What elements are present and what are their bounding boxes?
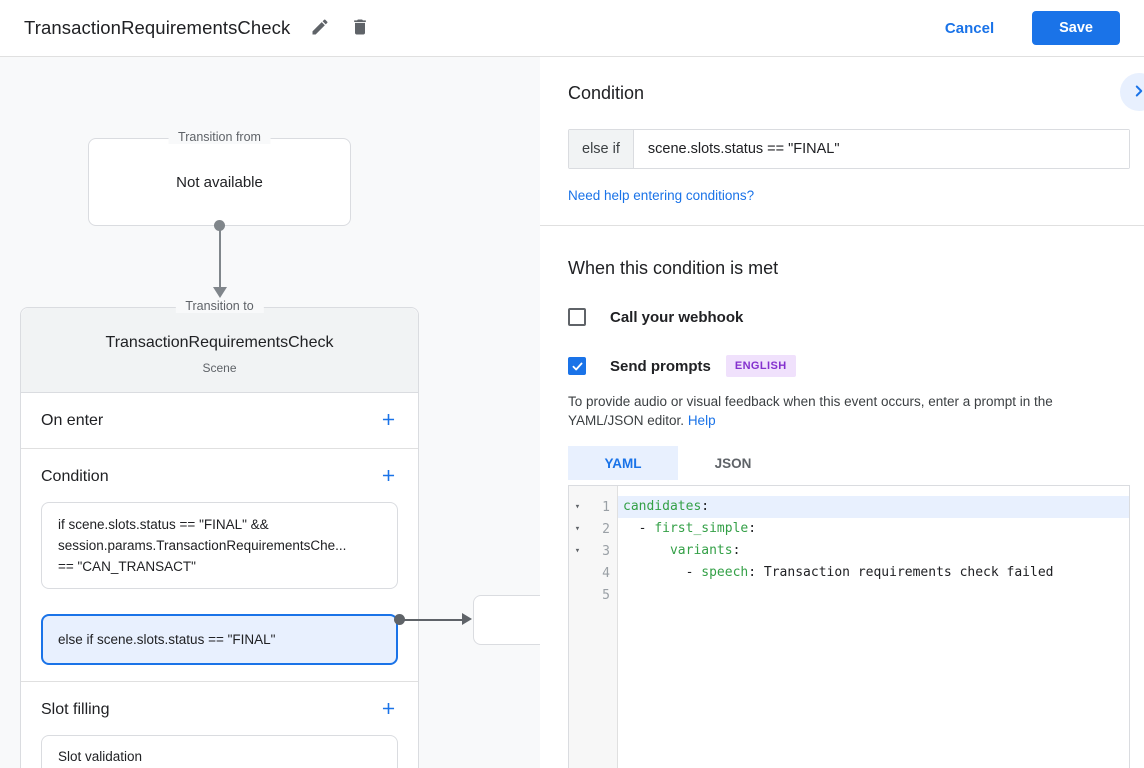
collapse-panel-button[interactable] [1120, 73, 1144, 111]
scene-card-title: TransactionRequirementsCheck [105, 334, 334, 351]
gutter-line: 4 [569, 562, 617, 584]
line-number: 5 [602, 587, 610, 603]
slot-filling-section: Slot filling Slot validationTransactionR… [21, 682, 418, 768]
chevron-right-icon [1130, 82, 1144, 103]
gutter-line: ▾3 [569, 540, 617, 562]
on-enter-label: On enter [41, 412, 104, 429]
editor-tabs: YAML JSON [568, 446, 1130, 480]
code-line[interactable]: variants: [618, 540, 1129, 562]
top-bar: TransactionRequirementsCheck Cancel Save [0, 0, 1144, 57]
check-icon [572, 362, 582, 370]
code-line[interactable]: candidates: [618, 496, 1129, 518]
plus-icon [379, 699, 398, 721]
flow-arrow-head [213, 287, 227, 298]
yaml-key-token: candidates [623, 499, 702, 514]
flow-arrow-line [219, 225, 221, 288]
condition-handlers-section: When this condition is met Call your web… [540, 226, 1144, 768]
save-button[interactable]: Save [1032, 11, 1120, 45]
prompts-description-text: To provide audio or visual feedback when… [568, 394, 1053, 428]
scene-card: Transition to TransactionRequirementsChe… [20, 299, 419, 768]
gutter-line: 5 [569, 584, 617, 606]
condition-editor-section: Condition else if Need help entering con… [540, 57, 1144, 225]
yaml-text-token: - [623, 565, 702, 580]
yaml-key-token: variants [669, 543, 733, 558]
slot-items: Slot validationTransactionRequirementsCh… [41, 735, 398, 768]
editor-code-area[interactable]: candidates: - first_simple: variants: - … [618, 486, 1129, 768]
condition-expression-input[interactable] [633, 130, 1129, 168]
edit-scene-button[interactable] [310, 17, 330, 40]
condition-item[interactable]: if scene.slots.status == "FINAL" && sess… [41, 502, 398, 589]
code-line[interactable] [618, 584, 1129, 606]
condition-help-link[interactable]: Need help entering conditions? [568, 188, 755, 203]
condition-item-selected[interactable]: else if scene.slots.status == "FINAL" [41, 614, 398, 665]
plus-icon [379, 410, 398, 432]
page-title: TransactionRequirementsCheck [24, 17, 291, 38]
condition-connector-line [404, 619, 463, 621]
transition-from-value: Not available [176, 173, 263, 191]
condition-prefix-label: else if [569, 130, 634, 168]
line-number: 1 [602, 499, 610, 515]
on-enter-section: On enter [21, 393, 418, 449]
send-prompts-checkbox[interactable] [568, 357, 586, 375]
yaml-text-token: : [701, 499, 710, 514]
condition-transition-target-box[interactable] [473, 595, 540, 645]
yaml-key-token: first_simple [654, 521, 749, 536]
language-badge: ENGLISH [725, 355, 796, 377]
prompts-description: To provide audio or visual feedback when… [568, 392, 1130, 430]
condition-connector-arrowhead [462, 613, 472, 625]
send-prompts-row: Send prompts ENGLISH [568, 355, 1130, 377]
fold-arrow-icon[interactable]: ▾ [574, 502, 581, 512]
scene-diagram-canvas: Transition from Not available Transition… [0, 57, 540, 768]
fold-arrow-icon[interactable]: ▾ [574, 524, 581, 534]
transition-from-box[interactable]: Transition from Not available [88, 130, 351, 226]
panel-title: Condition [568, 83, 645, 103]
line-number: 4 [602, 565, 610, 581]
delete-icon [350, 17, 370, 40]
add-on-enter-button[interactable] [379, 410, 398, 432]
scene-card-subtitle: Scene [202, 361, 237, 375]
code-line[interactable]: - first_simple: [618, 518, 1129, 540]
yaml-text-token: : Transaction requirements check failed [748, 565, 1054, 580]
condition-section: Condition if scene.slots.status == "FINA… [21, 449, 418, 682]
add-slot-button[interactable] [379, 699, 398, 721]
condition-edit-panel: Condition else if Need help entering con… [540, 57, 1144, 768]
gutter-line: ▾1 [569, 496, 617, 518]
call-webhook-label: Call your webhook [610, 308, 744, 326]
yaml-text-token: : [732, 543, 741, 558]
yaml-text-token: : [748, 521, 757, 536]
webhook-row: Call your webhook [568, 308, 1130, 326]
add-condition-button[interactable] [379, 466, 398, 488]
slot-filling-label: Slot filling [41, 701, 110, 718]
tab-json[interactable]: JSON [714, 455, 752, 471]
line-number: 2 [602, 521, 610, 537]
scene-card-header[interactable]: TransactionRequirementsCheck Scene [21, 308, 418, 393]
plus-icon [379, 466, 398, 488]
transition-to-label: Transition to [175, 299, 264, 313]
condition-label: Condition [41, 468, 109, 485]
call-webhook-checkbox[interactable] [568, 308, 586, 326]
yaml-text-token [623, 543, 670, 558]
cancel-button[interactable]: Cancel [944, 19, 995, 37]
code-line[interactable]: - speech: Transaction requirements check… [618, 562, 1129, 584]
gutter-line: ▾2 [569, 518, 617, 540]
edit-icon [310, 17, 330, 40]
yaml-text-token: - [623, 521, 655, 536]
delete-scene-button[interactable] [350, 17, 370, 40]
main-area: Transition from Not available Transition… [0, 57, 1144, 768]
slot-filling-item[interactable]: Slot validation [41, 735, 398, 768]
panel-divider [540, 225, 1144, 226]
condition-items: if scene.slots.status == "FINAL" && sess… [41, 502, 398, 665]
send-prompts-label: Send prompts [610, 357, 711, 375]
yaml-key-token: speech [701, 565, 749, 580]
when-condition-met-title: When this condition is met [568, 258, 779, 278]
condition-expression-row: else if [568, 129, 1130, 169]
line-number: 3 [602, 543, 610, 559]
transition-from-label: Transition from [168, 130, 271, 144]
condition-connector-dot [394, 614, 405, 625]
fold-arrow-icon[interactable]: ▾ [574, 546, 581, 556]
prompts-help-link[interactable]: Help [687, 413, 716, 428]
tab-yaml[interactable]: YAML [568, 446, 678, 480]
